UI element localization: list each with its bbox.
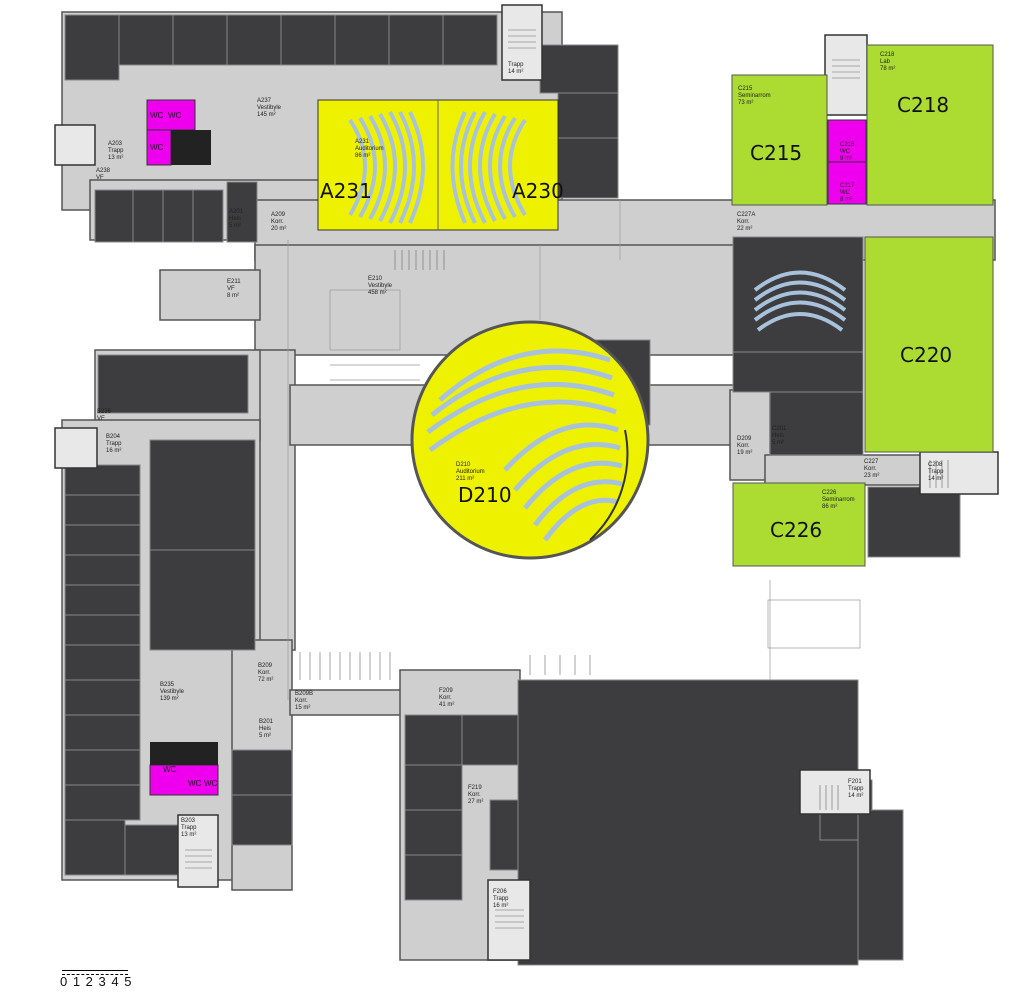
wc-label: WC <box>150 143 164 152</box>
seats-a230 <box>450 111 527 224</box>
scale-bar-line <box>62 970 128 975</box>
room-c226 <box>732 482 866 567</box>
dark-rooms <box>64 14 961 966</box>
auditorium-d210 <box>410 320 650 560</box>
seats-c-hall <box>753 270 847 332</box>
big-label-c215: C215 <box>750 141 802 165</box>
big-label-c226: C226 <box>770 518 822 542</box>
d210-stage-wall <box>589 429 629 541</box>
stair-treads <box>185 29 949 929</box>
wc-blocks <box>146 99 867 796</box>
seats-a231 <box>348 111 425 224</box>
wc-label: WC <box>204 779 218 788</box>
wc-label: WC <box>168 111 182 120</box>
wall-lines <box>287 200 861 700</box>
room-c220 <box>864 236 994 453</box>
big-label-c220: C220 <box>900 343 952 367</box>
scale-bar-label: 0 1 2 3 4 5 <box>60 974 133 989</box>
big-label-d210: D210 <box>458 483 512 507</box>
seats-d210 <box>426 348 623 542</box>
scale-bar: 0 1 2 3 4 5 <box>60 968 140 996</box>
wc-label: WC <box>163 765 177 774</box>
wc-label: WC <box>150 111 164 120</box>
big-label-c218: C218 <box>897 93 949 117</box>
big-label-a231: A231 <box>320 179 372 203</box>
wc-shaft-a <box>171 130 211 165</box>
wc-shaft-b <box>150 742 218 765</box>
room-c215 <box>731 74 828 206</box>
green-rooms <box>731 44 994 567</box>
big-label-a230: A230 <box>512 179 564 203</box>
wc-label: WC <box>188 779 202 788</box>
big-room-labels: A231 A230 C215 C218 C220 C226 D210 <box>320 93 952 542</box>
room-c218 <box>866 44 994 206</box>
